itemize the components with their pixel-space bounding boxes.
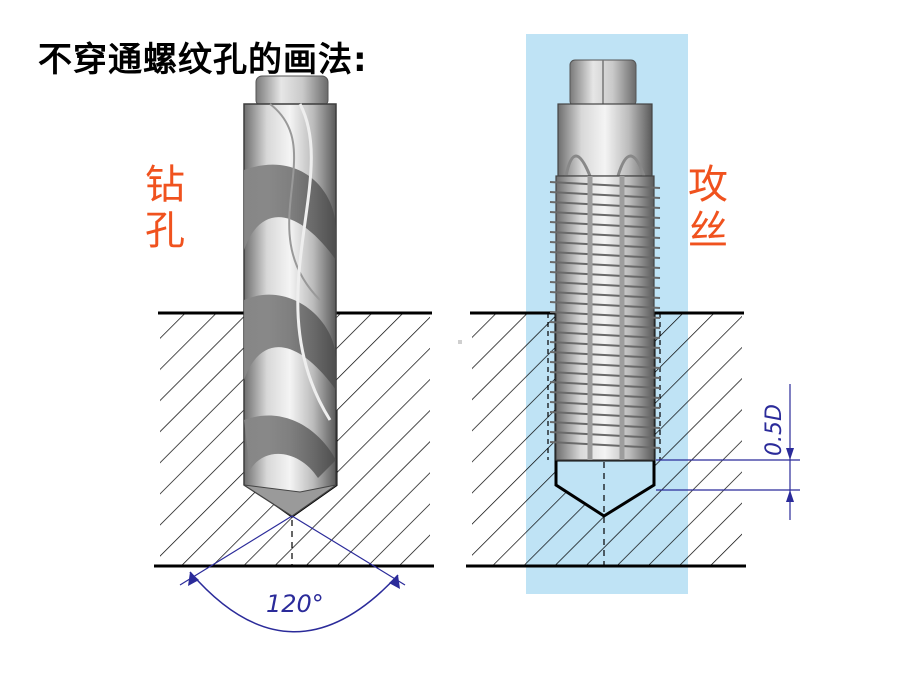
angle-arrow-right: [389, 575, 400, 589]
drilling-label-char-1: 钻: [145, 162, 185, 208]
angle-dimension: 120°: [179, 515, 406, 633]
tap-tool: [549, 59, 661, 461]
drilling-label: 钻 孔: [145, 162, 193, 254]
drilling-label-char-2: 孔: [145, 208, 185, 254]
drill-helix-line-2: [296, 103, 332, 421]
drill-tip-face: [243, 484, 337, 517]
page-title: 不穿通螺纹孔的画法:: [38, 40, 368, 80]
tapping-label-char-1: 攻: [688, 162, 728, 208]
tapping-label-char-2: 丝: [688, 208, 728, 254]
angle-arc: [189, 571, 399, 633]
angle-value: 120°: [266, 590, 324, 618]
depth-arrow-bottom: [786, 490, 794, 502]
tapping-view: 0.5D: [466, 34, 800, 594]
tapping-label: 攻 丝: [688, 162, 736, 254]
tap-workpiece-hatch: [472, 313, 742, 566]
drill-shank: [255, 75, 329, 107]
drill-bit: [243, 75, 337, 517]
drilling-view: 120°: [154, 75, 434, 633]
drill-flute-3: [244, 415, 336, 478]
depth-arrow-top: [786, 448, 794, 460]
tap-shank: [557, 103, 653, 177]
depth-dimension: 0.5D: [656, 384, 800, 520]
angle-extension-right: [291, 515, 406, 586]
tap-flute-groove: [587, 176, 625, 460]
tap-threads: [549, 181, 661, 449]
depth-value: 0.5D: [762, 404, 787, 456]
drill-flute-2: [244, 294, 336, 390]
angle-arrow-left: [188, 572, 199, 586]
tap-flute-relief: [564, 154, 646, 177]
drill-workpiece-hatch: [160, 313, 430, 566]
small-marker: [458, 340, 462, 344]
angle-extension-left: [179, 515, 293, 586]
